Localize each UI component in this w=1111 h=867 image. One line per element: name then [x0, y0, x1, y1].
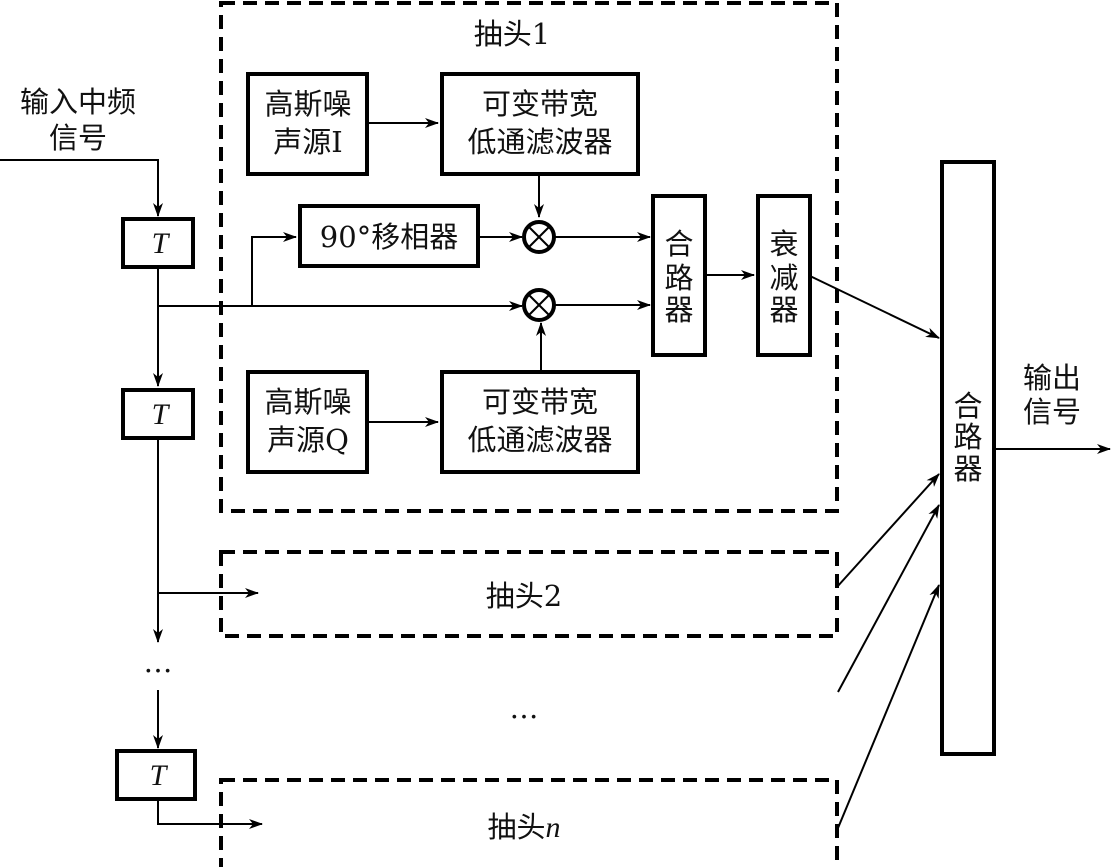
tapn-title: 抽头n	[487, 810, 560, 844]
mixer-upper	[522, 220, 556, 254]
output-label-line2: 信号	[1023, 395, 1081, 429]
tap2-prefix: 抽头	[486, 579, 544, 613]
input-label-line2: 信号	[49, 121, 107, 155]
phase-shifter-label: 90°移相器	[320, 220, 458, 254]
attenuator-char-2: 减	[769, 261, 798, 295]
delay-label: T	[150, 759, 169, 792]
attenuator-char-1: 衰	[769, 227, 798, 261]
tap2-suffix: 2	[544, 579, 562, 613]
lowpass-filter-q: 可变带宽 低通滤波器	[440, 370, 640, 474]
attenuator-to-main-combiner-wire	[809, 275, 940, 339]
input-label-line1: 输入中频	[20, 85, 136, 119]
phase-shifter-90: 90°移相器	[298, 204, 480, 268]
noise-source-i: 高斯噪 声源I	[246, 72, 369, 176]
combiner-char-2: 路	[664, 261, 693, 295]
combiner-char-1: 合	[664, 227, 693, 261]
main-combiner-char-3: 器	[953, 452, 982, 486]
main-combiner-char-1: 合	[953, 389, 982, 423]
noise-q-label-2: 声源Q	[267, 423, 349, 457]
attenuator-char-3: 器	[769, 293, 798, 327]
delay-label: T	[152, 398, 171, 431]
vertical-ellipsis: …	[144, 645, 173, 679]
filter-i-label-1: 可变带宽	[482, 87, 598, 121]
filter-q-label-1: 可变带宽	[482, 385, 598, 419]
input-wire	[0, 159, 163, 217]
main-combiner-char-2: 路	[953, 420, 982, 454]
delay-label: T	[152, 227, 171, 260]
main-combiner: 合 路 器	[940, 160, 996, 756]
tapn-to-main-combiner-wire	[837, 584, 940, 829]
noise-source-q: 高斯噪 声源Q	[246, 370, 369, 474]
filter-q-label-2: 低通滤波器	[467, 423, 612, 457]
tap1-boundary	[219, 1, 839, 513]
tap1-title: 抽头1	[474, 17, 550, 51]
lowpass-filter-i: 可变带宽 低通滤波器	[440, 72, 640, 176]
tapn-suffix: n	[546, 811, 561, 844]
combiner-char-3: 器	[664, 293, 693, 327]
tapn-boundary	[219, 778, 839, 867]
tap1-attenuator: 衰 减 器	[756, 194, 812, 357]
tapn-prefix: 抽头	[487, 810, 545, 844]
tapn-input-wire	[157, 799, 263, 829]
tap2-boundary	[219, 550, 839, 638]
mixer-lower	[522, 288, 556, 322]
phase-shifter-input-wire	[251, 232, 297, 306]
tap1-combiner: 合 路 器	[651, 194, 707, 357]
tap2-title: 抽头2	[486, 579, 562, 613]
output-label-line1: 输出	[1023, 361, 1081, 395]
tapk-to-main-combiner-wire	[837, 504, 940, 693]
noise-i-label-1: 高斯噪	[264, 87, 351, 121]
middle-ellipsis: …	[510, 691, 539, 725]
delay-block-2: T	[121, 388, 195, 440]
tap2-to-main-combiner-wire	[836, 473, 940, 588]
delay-block-n: T	[115, 749, 197, 801]
filter-i-label-2: 低通滤波器	[467, 125, 612, 159]
noise-q-label-1: 高斯噪	[264, 385, 351, 419]
delay-block-1: T	[121, 217, 195, 269]
noise-i-label-2: 声源I	[273, 125, 342, 159]
